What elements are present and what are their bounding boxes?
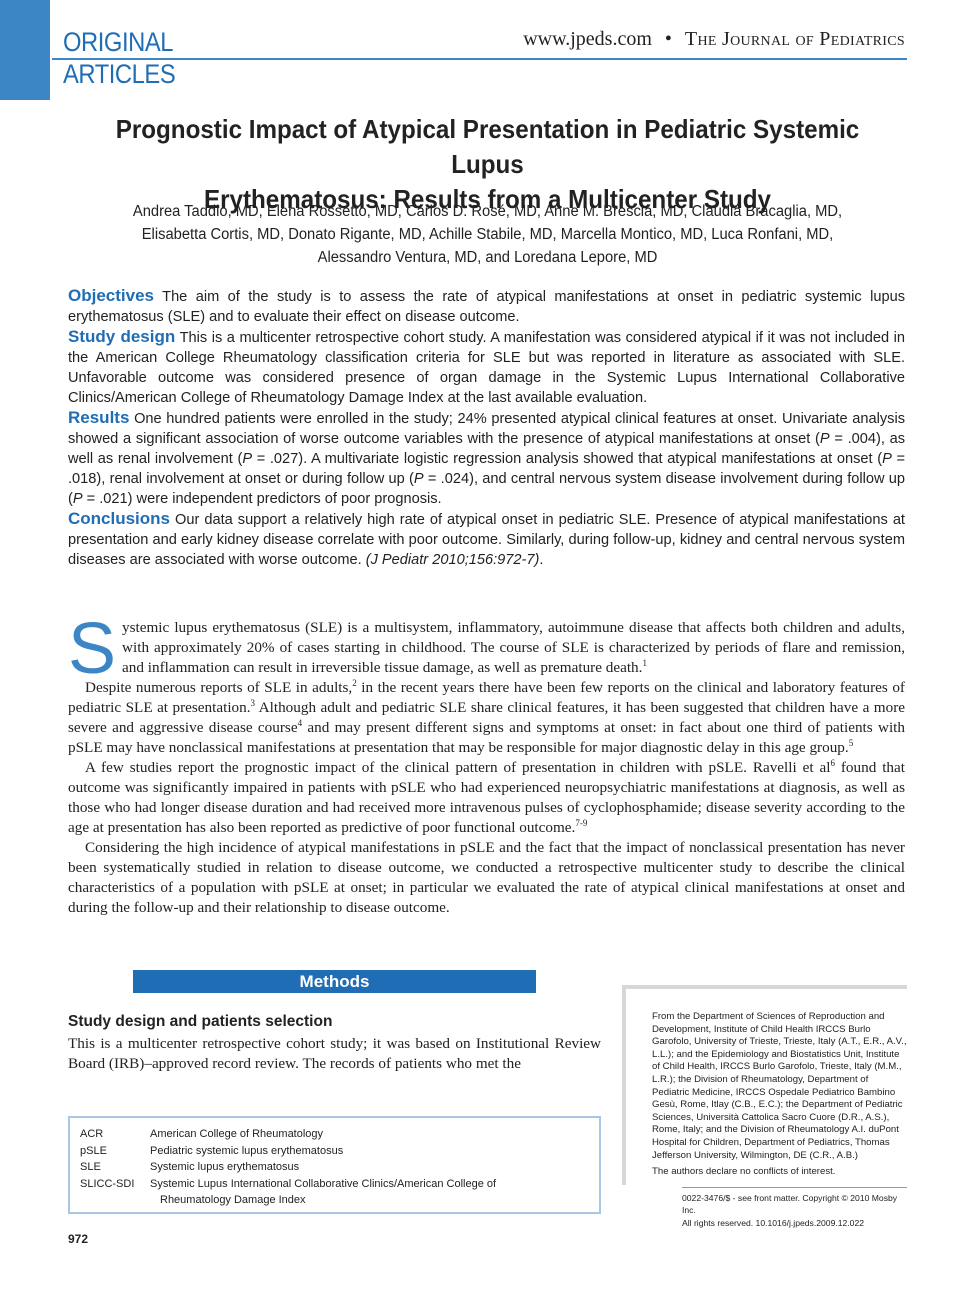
p-value-symbol: P [882, 451, 892, 467]
abbreviation-value-text: American College of Rheumatology [150, 1128, 324, 1140]
abbreviation-value: Systemic Lupus International Collaborati… [150, 1176, 589, 1209]
conflicts-statement: The authors declare no conflicts of inte… [652, 1166, 836, 1178]
methods-paragraph: This is a multicenter retrospective coho… [68, 1035, 601, 1072]
copyright-line-1: 0022-3476/$ - see front matter. Copyrigh… [682, 1192, 898, 1216]
abbreviation-key: SLE [80, 1161, 101, 1173]
paragraph-text: Although adult and pediatric SLE share c… [68, 699, 905, 736]
title-line-2: Erythematosus: Results from a Multicente… [203, 184, 772, 214]
reference-link[interactable]: 2 [352, 677, 357, 688]
objectives-text: The aim of the study is to assess the ra… [68, 289, 905, 325]
abstract: Objectives The aim of the study is to as… [68, 286, 905, 570]
paragraph-text: in the recent years there have been few … [68, 679, 905, 716]
reference-link[interactable]: 4 [297, 717, 303, 728]
paragraph-text: Despite numerous reports of SLE in adult… [85, 679, 353, 696]
paragraph-text: ystemic lupus erythematosus (SLE) is a m… [122, 619, 905, 676]
p-value-symbol: P [242, 451, 253, 467]
study-design-text: This is a multicenter retrospective coho… [68, 330, 906, 406]
authors-line-3: Alessandro Ventura, MD, and Loredana Lep… [317, 249, 658, 266]
conclusions-label: Conclusions [68, 509, 171, 528]
results-text-c: = .027). A multivariate logistic regress… [252, 451, 883, 467]
journal-website-link[interactable]: www.jpeds.com [523, 28, 652, 50]
copyright-notice: 0022-3476/$ - see front matter. Copyrigh… [682, 1186, 907, 1229]
results-text-e: = .024), and central nervous system dise… [68, 471, 906, 507]
authors-line-1: Andrea Taddio, MD, Elena Rossetto, MD, C… [132, 203, 843, 220]
methods-heading: Methods [133, 970, 536, 993]
abbreviation-row: SLICC-SDI Systemic Lupus International C… [80, 1176, 589, 1209]
title-line-1: Prognostic Impact of Atypical Presentati… [115, 114, 860, 179]
abbreviation-row: pSLE Pediatric systemic lupus erythemato… [80, 1143, 589, 1160]
article-title: Prognostic Impact of Atypical Presentati… [90, 112, 885, 217]
results-label: Results [68, 408, 130, 427]
intro-paragraph-3: A few studies report the prognostic impa… [68, 758, 905, 838]
journal-name: The Journal of Pediatrics [684, 28, 905, 50]
doi-line[interactable]: All rights reserved. 10.1016/j.jpeds.200… [682, 1217, 865, 1228]
abbreviation-value: American College of Rheumatology [150, 1126, 589, 1143]
abbreviation-key: ACR [80, 1128, 104, 1140]
section-label-line1: ORIGINAL [63, 27, 174, 57]
abbreviation-value-text: Pediatric systemic lupus erythematosus [150, 1144, 344, 1157]
results-text-f: = .021) were independent predictors of p… [82, 491, 442, 507]
abbreviation-value-text: Systemic lupus erythematosus [150, 1161, 300, 1173]
abstract-objectives: Objectives The aim of the study is to as… [68, 286, 905, 327]
abbreviation-value-continued: Rheumatology Damage Index [160, 1194, 306, 1206]
abstract-results: Results One hundred patients were enroll… [68, 408, 905, 509]
p-value-symbol: P [819, 431, 830, 447]
abbreviation-value: Pediatric systemic lupus erythematosus [150, 1143, 589, 1160]
abbreviation-key: pSLE [80, 1144, 107, 1157]
drop-cap: S [68, 609, 117, 689]
abbreviation-key: SLICC-SDI [80, 1177, 135, 1190]
study-design-subheading: Study design and patients selection [68, 1013, 333, 1030]
results-text-b: = .004), as well as renal involvement ( [68, 431, 906, 467]
authors-line-2: Elisabetta Cortis, MD, Donato Rigante, M… [141, 226, 834, 243]
section-label-line2: ARTICLES [63, 59, 176, 89]
abstract-conclusions: Conclusions Our data support a relativel… [68, 509, 905, 570]
conclusions-text: Our data support a relatively high rate … [68, 512, 905, 568]
results-text-d: = .018), renal involvement at onset or d… [68, 451, 905, 487]
abstract-study-design: Study design This is a multicenter retro… [68, 327, 905, 408]
reference-link[interactable]: 1 [642, 657, 647, 668]
author-list: Andrea Taddio, MD, Elena Rossetto, MD, C… [91, 200, 884, 269]
p-value-symbol: P [72, 491, 83, 507]
reference-link[interactable]: 6 [830, 757, 835, 768]
section-label: ORIGINAL ARTICLES [63, 26, 176, 90]
intro-paragraph-4: Considering the high incidence of atypic… [68, 839, 905, 916]
header-bullet: • [664, 28, 672, 50]
affiliations-inner: From the Department of Sciences of Repro… [622, 989, 907, 1228]
reference-link[interactable]: 5 [848, 737, 854, 748]
reference-link[interactable]: 7-9 [575, 817, 588, 828]
intro-paragraph-2: Despite numerous reports of SLE in adult… [68, 678, 905, 758]
p-value-symbol: P [413, 471, 424, 487]
citation: (J Pediatr 2010;156:972-7) [365, 552, 540, 568]
running-header: www.jpeds.com • The Journal of Pediatric… [523, 28, 905, 51]
paragraph-text: found that outcome was significantly imp… [68, 759, 905, 836]
study-design-label: Study design [68, 327, 176, 346]
section-color-bar [0, 0, 50, 100]
abbreviations-box: ACR American College of Rheumatology pSL… [68, 1116, 601, 1214]
objectives-label: Objectives [68, 286, 154, 305]
abbreviation-value: Systemic lupus erythematosus [150, 1159, 589, 1176]
paragraph-text: and may present different signs and symp… [68, 719, 905, 756]
abbreviation-value-text: Systemic Lupus International Collaborati… [150, 1177, 497, 1190]
page-number: 972 [68, 1232, 89, 1246]
affiliations-text: From the Department of Sciences of Repro… [652, 1011, 907, 1161]
citation-end: . [539, 552, 544, 568]
abbreviation-row: SLE Systemic lupus erythematosus [80, 1159, 589, 1176]
reference-link[interactable]: 3 [250, 697, 256, 708]
affiliations-box: From the Department of Sciences of Repro… [622, 985, 907, 1228]
abbreviation-row: ACR American College of Rheumatology [80, 1126, 589, 1143]
header-rule [52, 58, 907, 60]
results-text-a: One hundred patients were enrolled in th… [68, 411, 906, 447]
paragraph-text: A few studies report the prognostic impa… [85, 759, 831, 776]
